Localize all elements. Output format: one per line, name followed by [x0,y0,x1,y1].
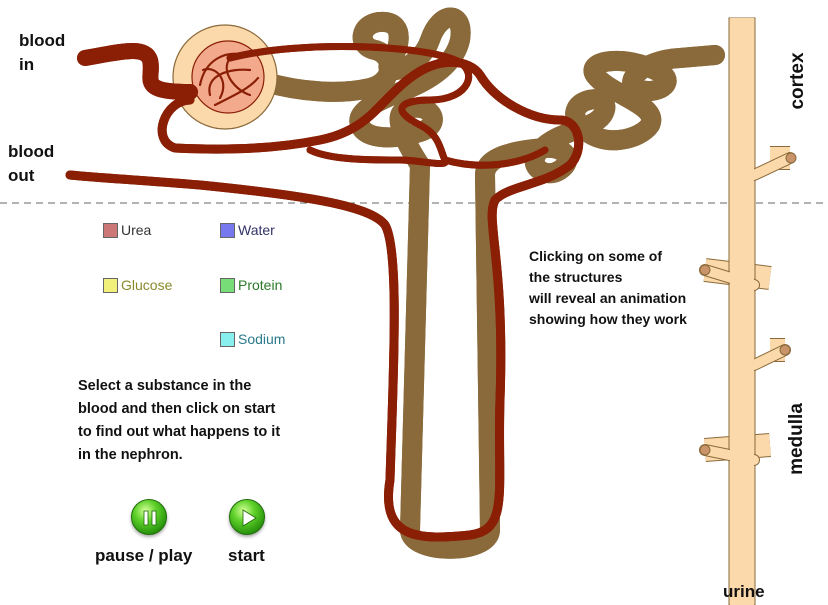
sodium-swatch [220,331,235,347]
blood-out-line-2: out [8,166,35,185]
blood-in-line-1: blood [19,31,66,50]
info-line-4: showing how they work [529,311,687,327]
blood-vessels[interactable] [65,46,579,537]
pause-icon [143,510,157,526]
blood-in-line-2: in [19,55,35,74]
urine-label: urine [723,582,765,601]
water-swatch [220,222,235,238]
pause-play-button[interactable] [131,499,167,535]
instructions-line-4: in the nephron. [78,447,183,463]
substance-urea[interactable]: Urea [103,222,151,238]
substance-water[interactable]: Water [220,222,275,238]
protein-label: Protein [238,277,283,293]
urea-swatch [103,222,118,238]
blood-in-label: blood in [19,29,65,77]
info-line-3: will reveal an animation [529,290,687,306]
start-button[interactable] [229,499,265,535]
pause-play-label: pause / play [95,546,193,565]
substance-protein[interactable]: Protein [220,277,282,293]
protein-swatch [220,277,235,293]
instructions-line-2: blood and then click on start [78,401,276,417]
instructions-line-1: Select a substance in the [78,378,252,394]
urea-label: Urea [121,222,152,238]
water-label: Water [238,222,275,238]
instructions-text: Select a substance in the blood and then… [78,375,280,467]
glucose-swatch [103,277,118,293]
substance-glucose[interactable]: Glucose [103,277,172,293]
glucose-label: Glucose [121,277,173,293]
start-label: start [228,546,265,565]
blood-out-line-1: blood [8,142,55,161]
substance-sodium[interactable]: Sodium [220,331,285,347]
info-line-2: the structures [529,269,623,285]
play-icon [242,509,257,527]
cortex-label: cortex [787,52,808,110]
info-line-1: Clicking on some of [529,248,663,264]
blood-out-label: blood out [8,140,54,188]
bowmans-capsule[interactable] [172,24,278,130]
medulla-label: medulla [786,403,807,475]
sodium-label: Sodium [238,331,286,347]
structures-info-text: Clicking on some of the structures will … [529,246,687,330]
collecting-duct[interactable] [699,17,797,605]
instructions-line-3: to find out what happens to it [78,424,281,440]
